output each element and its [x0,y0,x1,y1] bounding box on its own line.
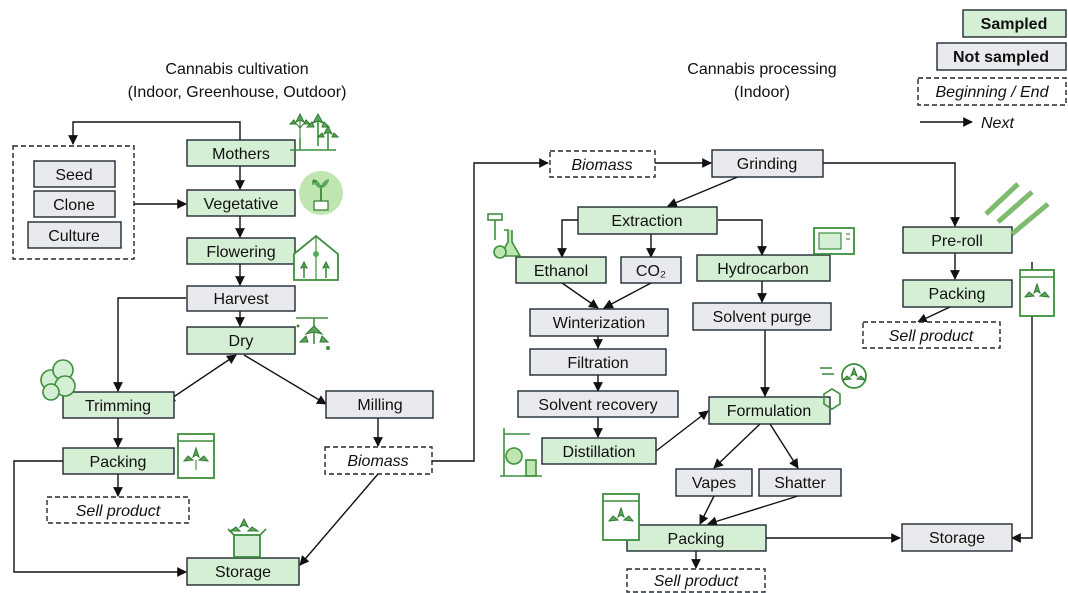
node-preroll: Pre-roll [931,233,983,250]
node-flowering: Flowering [206,244,275,261]
processing-subtitle: (Indoor) [734,84,790,101]
packaged-cannabis-bag-icon [602,493,640,541]
node-harvest-box [186,285,296,312]
node-vegetative: Vegetative [204,196,279,213]
cannabis-plants-icon [288,112,340,151]
molecule-leaf-icon [820,363,867,410]
node-packing-cult-box [62,447,175,475]
node-storage-proc: Storage [929,530,985,547]
legend-not-sampled-label: Not sampled [953,49,1049,66]
node-harvest: Harvest [213,291,269,308]
node-seed-box [33,160,116,188]
node-formulation-box [708,396,831,425]
node-grinding: Grinding [737,156,797,173]
node-solvent-recovery: Solvent recovery [538,397,657,414]
distillation-apparatus-icon [500,428,542,477]
node-mothers-box [186,139,296,167]
node-packing-cult: Packing [90,454,147,471]
node-culture-box [27,221,122,249]
greenhouse-icon [293,234,339,281]
node-grinding-box [711,149,824,178]
node-preroll-box [902,226,1013,254]
node-milling-box [325,390,434,419]
node-biomass-proc: Biomass [571,157,632,174]
node-filtration: Filtration [567,355,628,372]
node-packing-preroll-box [902,279,1013,308]
node-hydrocarbon-box [696,254,831,282]
legend-boundary-label: Beginning / End [936,84,1050,101]
cultivation-subtitle: (Indoor, Greenhouse, Outdoor) [128,84,347,101]
node-trimming: Trimming [85,398,151,415]
node-sell-cult-box [46,496,190,524]
storage-box-icon [227,517,267,558]
processing-nodes: Biomass Grinding Extraction Ethanol CO₂ … [515,149,1013,593]
legend-boundary-swatch [917,77,1067,106]
node-storage-cult-box [186,557,300,586]
microwave-oven-icon [813,227,855,255]
node-clone-box [33,190,116,218]
node-milling: Milling [357,397,402,414]
node-solvent-purge-box [692,302,832,331]
drying-plant-icon [296,317,330,350]
node-shatter-box [758,468,842,497]
node-filtration-box [529,348,667,376]
node-seed: Seed [55,167,92,184]
node-mothers: Mothers [212,146,270,163]
node-trimming-box [62,391,175,419]
node-extraction: Extraction [611,213,682,230]
node-sell-preroll: Sell product [889,328,974,345]
node-vapes: Vapes [692,475,736,492]
node-sell-cult: Sell product [76,503,161,520]
legend-not-sampled-swatch [936,42,1067,71]
node-solvent-recovery-box [517,390,679,418]
processing-title: Cannabis processing [687,61,836,78]
legend-sampled-swatch [962,9,1067,38]
cannabis-bush-icon [40,359,76,401]
node-sell-preroll-box [862,321,1001,349]
legend-sampled-label: Sampled [981,16,1048,33]
cultivation-title: Cannabis cultivation [165,61,308,78]
lab-flask-icon [487,213,522,259]
node-winterization: Winterization [553,315,645,332]
node-packing-preroll: Packing [929,286,986,303]
node-packing-proc: Packing [668,531,725,548]
node-extraction-box [577,206,718,235]
legend: Sampled Not sampled Beginning / End Next [917,9,1067,132]
node-culture: Culture [48,228,100,245]
legend-next-label: Next [981,115,1014,132]
node-dry-box [186,326,296,355]
node-vapes-box [675,468,753,497]
node-biomass-proc-box [549,150,656,178]
packaged-cannabis-bag-icon [177,433,215,479]
cultivation-nodes: Seed Clone Culture Mothers Vegetative Fl… [12,139,434,586]
node-formulation: Formulation [727,403,811,420]
node-hydrocarbon: Hydrocarbon [717,261,809,278]
node-winterization-box [529,308,669,337]
node-biomass-cult: Biomass [347,453,408,470]
node-co2-box [620,256,682,284]
node-distillation-box [541,437,657,465]
node-dry: Dry [229,333,254,350]
pre-roll-joints-icon [984,182,1050,236]
node-co2: CO₂ [636,263,666,280]
node-packing-proc-box [626,524,767,552]
node-distillation: Distillation [563,444,636,461]
node-solvent-purge: Solvent purge [713,309,812,326]
node-clone: Clone [53,197,95,214]
node-shatter: Shatter [774,475,826,492]
node-storage-proc-box [901,523,1013,552]
node-biomass-cult-box [324,446,433,475]
node-vegetative-box [186,189,296,217]
seedling-icon [299,171,343,215]
processing-arrows [557,158,1033,569]
node-storage-cult: Storage [215,564,271,581]
node-ethanol-box [515,256,607,284]
node-flowering-box [186,237,296,265]
node-sell-proc: Sell product [654,573,739,590]
packaged-cannabis-bag-icon [1019,269,1055,317]
node-sell-proc-box [626,568,766,593]
node-ethanol: Ethanol [534,263,588,280]
cultivation-arrows [13,121,549,577]
